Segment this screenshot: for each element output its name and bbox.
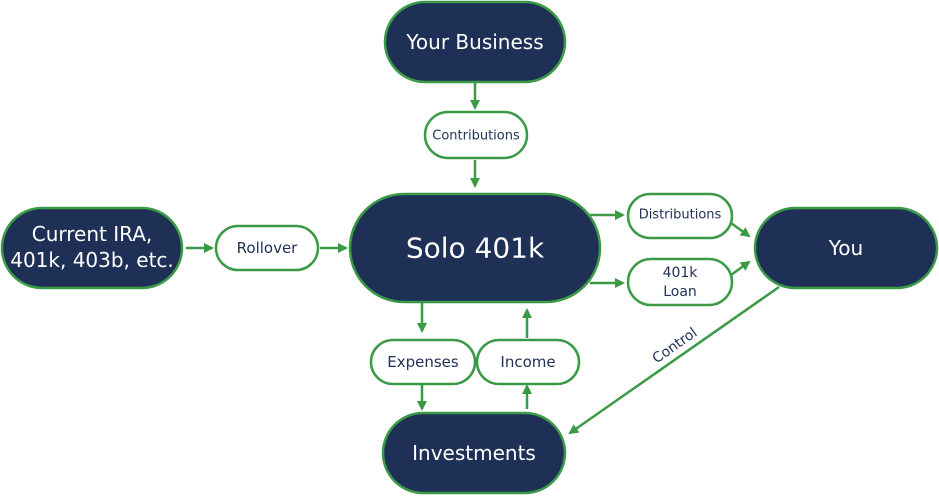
node-your-business-text: Your Business	[405, 30, 543, 54]
label-distributions: Distributions	[626, 192, 734, 240]
node-solo-401k-text: Solo 401k	[406, 232, 545, 265]
node-you-text: You	[828, 236, 863, 260]
node-current-ira-line-2: 401k, 403b, etc.	[10, 248, 174, 272]
label-contributions: Contributions	[423, 110, 529, 160]
label-contributions-text: Contributions	[432, 129, 520, 144]
node-solo-401k: Solo 401k	[348, 192, 602, 304]
label-expenses-text: Expenses	[387, 353, 459, 371]
edges	[186, 82, 780, 435]
edge-distributions-to-you	[730, 221, 751, 238]
node-you: You	[753, 206, 939, 290]
node-current-ira: Current IRA, 401k, 403b, etc.	[0, 206, 184, 290]
node-current-ira-line-1: Current IRA,	[32, 222, 153, 246]
label-401k-loan: 401k Loan	[626, 257, 734, 307]
node-your-business: Your Business	[383, 0, 567, 84]
edge-loan-to-you	[730, 260, 751, 277]
node-investments: Investments	[381, 411, 567, 495]
edge-you-to-investments	[568, 285, 780, 435]
label-income-text: Income	[500, 353, 555, 371]
label-401k-loan-line-2: Loan	[663, 284, 697, 300]
label-rollover: Rollover	[214, 224, 320, 272]
label-expenses: Expenses	[369, 338, 477, 386]
label-401k-loan-line-1: 401k	[663, 265, 699, 281]
label-rollover-text: Rollover	[237, 239, 299, 257]
label-income: Income	[475, 338, 581, 386]
node-investments-text: Investments	[412, 441, 536, 465]
label-distributions-text: Distributions	[639, 208, 722, 223]
